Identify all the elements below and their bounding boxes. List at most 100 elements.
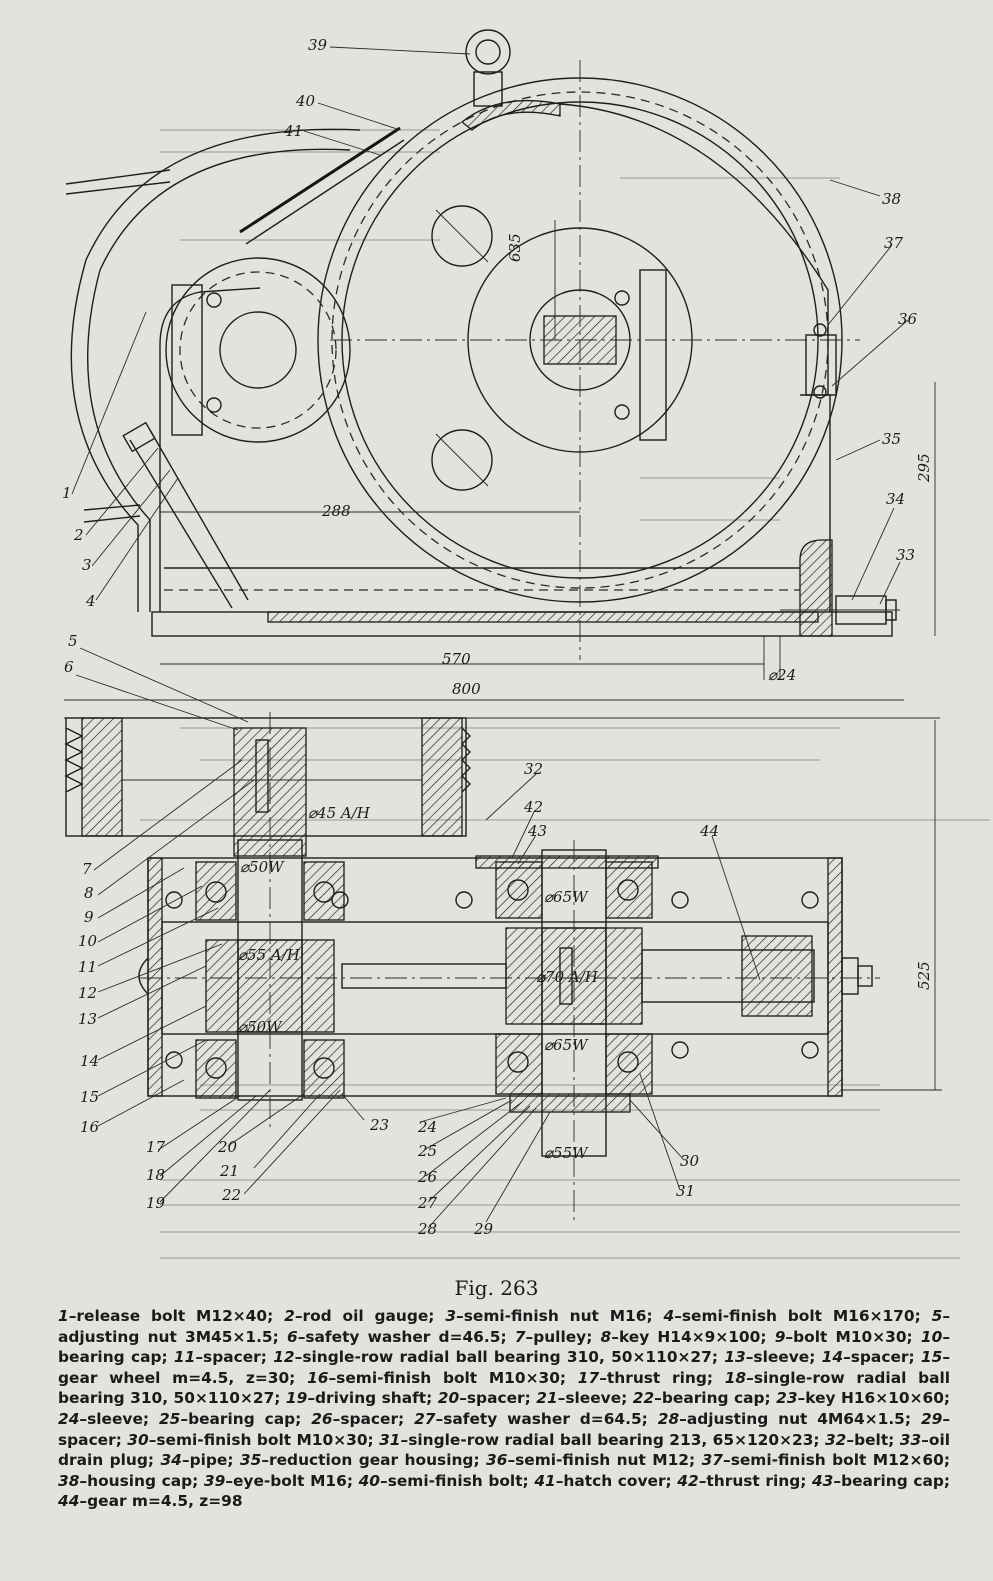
dim-295: 295 — [915, 453, 933, 483]
callout-35: 35 — [882, 430, 901, 448]
legend-item: 34–pipe; — [160, 1451, 233, 1469]
legend-item: 6–safety washer d=46.5; — [287, 1328, 507, 1346]
callout-19: 19 — [146, 1194, 166, 1212]
legend-item-text: –hatch cover; — [555, 1471, 672, 1490]
dim-phi45: ⌀45 A/H — [308, 804, 371, 822]
legend-item-number: 7 — [514, 1327, 526, 1346]
callout-12: 12 — [78, 984, 97, 1002]
legend-item: 24–sleeve; — [58, 1410, 149, 1428]
callout-25: 25 — [417, 1142, 437, 1160]
callout-26: 26 — [417, 1168, 438, 1186]
legend-item: 42–thrust ring; — [677, 1472, 806, 1490]
callout-15: 15 — [80, 1088, 99, 1106]
reduction-gear-drawing: 635 288 570 800 295 ⌀24 — [62, 29, 990, 1259]
dim-phi50-bottom: ⌀50W — [238, 1018, 283, 1036]
legend-item-number: 16 — [307, 1368, 329, 1387]
legend-item: 33–oil drain plug; — [58, 1431, 950, 1470]
callout-32: 32 — [524, 760, 543, 778]
callout-16: 16 — [80, 1118, 100, 1136]
legend-item: 5–adjusting nut 3M45×1.5; — [58, 1307, 950, 1346]
legend-item-text: –rod oil gauge; — [294, 1307, 435, 1325]
legend-item: 12–single-row radial ball bearing 310, 5… — [273, 1348, 718, 1366]
callout-22: 22 — [221, 1186, 241, 1204]
legend-item-text: –gear wheel m=4.5, z=30; — [58, 1348, 951, 1387]
legend-item-number: 17 — [577, 1368, 600, 1387]
legend-item-text: –pulley; — [525, 1327, 593, 1346]
legend-item-text: –semi-finish bolt; — [380, 1471, 529, 1490]
callout-27: 27 — [417, 1194, 438, 1212]
legend-item-text: –thrust ring; — [698, 1471, 807, 1490]
legend-item-text: –semi-finish bolt M16×170; — [674, 1307, 921, 1325]
callout-6: 6 — [64, 658, 74, 676]
legend-item: 41–hatch cover; — [534, 1472, 671, 1490]
legend-item: 28–adjusting nut 4M64×1.5; — [658, 1410, 911, 1428]
callout-7: 7 — [82, 860, 92, 878]
legend-item-number: 1 — [58, 1307, 69, 1325]
legend-item-number: 40 — [358, 1471, 380, 1490]
dim-phi55: ⌀55 A/H — [238, 946, 301, 964]
legend-item-number: 8 — [600, 1327, 612, 1346]
legend-item-number: 30 — [127, 1430, 149, 1449]
callout-11: 11 — [78, 958, 97, 976]
callout-14: 14 — [80, 1052, 99, 1070]
bleed-through-background — [140, 129, 990, 1259]
legend-item-text: –semi-finish bolt M12×60; — [723, 1451, 950, 1470]
callout-36: 36 — [898, 310, 918, 328]
legend-item-number: 4 — [663, 1307, 675, 1325]
callout-23: 23 — [369, 1116, 389, 1134]
legend-item: 18–single-row radial ball bearing 310, 5… — [58, 1369, 950, 1408]
callout-41: 41 — [283, 122, 303, 140]
dim-phi55w: ⌀55W — [544, 1144, 589, 1162]
legend-item: 14–spacer; — [822, 1348, 915, 1366]
elevation-dimensions: 635 288 570 800 295 ⌀24 — [64, 220, 936, 701]
legend-item: 32–belt; — [825, 1431, 894, 1449]
legend-item-text: –key H16×10×60; — [797, 1389, 951, 1408]
legend-item-number: 37 — [701, 1451, 723, 1470]
legend-item-number: 15 — [920, 1348, 943, 1367]
legend-item-text: –single-row radial ball bearing 310, 50×… — [294, 1348, 719, 1367]
figure-title: Fig. 263 — [454, 1276, 539, 1300]
legend-item-number: 35 — [239, 1451, 262, 1470]
callout-24: 24 — [417, 1118, 437, 1136]
legend-item-text: –semi-finish nut M16; — [456, 1307, 653, 1325]
legend-item: 11–spacer; — [174, 1348, 267, 1366]
legend-item-text: –spacer; — [843, 1348, 915, 1367]
legend-item-text: –bolt M10×30; — [785, 1327, 913, 1346]
elevation-view — [65, 29, 900, 660]
legend-item-text: –spacer; — [58, 1409, 951, 1449]
callout-42: 42 — [523, 798, 543, 816]
legend-item-text: –spacer; — [459, 1389, 531, 1408]
legend-item-text: –pipe; — [181, 1451, 234, 1470]
parts-legend: 1–release bolt M12×40; 2–rod oil gauge; … — [58, 1306, 950, 1512]
legend-item-number: 14 — [821, 1348, 844, 1367]
legend-item: 4–semi-finish bolt M16×170; — [663, 1307, 920, 1325]
dim-570: 570 — [442, 650, 471, 668]
legend-item-number: 3 — [445, 1307, 457, 1325]
legend-item: 31–single-row radial ball bearing 213, 6… — [379, 1431, 819, 1449]
legend-item-number: 9 — [774, 1327, 786, 1346]
legend-item: 16–semi-finish bolt M10×30; — [307, 1369, 566, 1387]
legend-item: 44–gear m=4.5, z=98 — [58, 1492, 243, 1510]
callout-29: 29 — [473, 1220, 494, 1238]
legend-item-text: –spacer; — [195, 1348, 267, 1367]
legend-item: 3–semi-finish nut M16; — [445, 1307, 652, 1325]
callout-9: 9 — [84, 908, 94, 926]
legend-item-number: 25 — [158, 1409, 181, 1428]
dim-phi65-top: ⌀65W — [544, 888, 589, 906]
legend-item: 39–eye-bolt M16; — [204, 1472, 353, 1490]
legend-item-text: –sleeve; — [557, 1389, 628, 1408]
legend-item-text: –safety washer d=46.5; — [297, 1327, 507, 1346]
legend-item: 40–semi-finish bolt; — [359, 1472, 529, 1490]
legend-item-number: 21 — [536, 1389, 558, 1408]
legend-item: 20–spacer; — [438, 1389, 531, 1407]
callout-18: 18 — [146, 1166, 165, 1184]
legend-item-text: –bearing cap; — [833, 1471, 951, 1490]
callout-20: 20 — [217, 1138, 238, 1156]
callout-10: 10 — [78, 932, 98, 950]
legend-item-text: –release bolt M12×40; — [68, 1307, 274, 1325]
legend-item: 25–bearing cap; — [159, 1410, 301, 1428]
legend-item-number: 44 — [58, 1492, 80, 1511]
legend-item: 10–bearing cap; — [58, 1328, 950, 1367]
callout-34: 34 — [886, 490, 905, 508]
callout-2: 2 — [73, 526, 84, 544]
